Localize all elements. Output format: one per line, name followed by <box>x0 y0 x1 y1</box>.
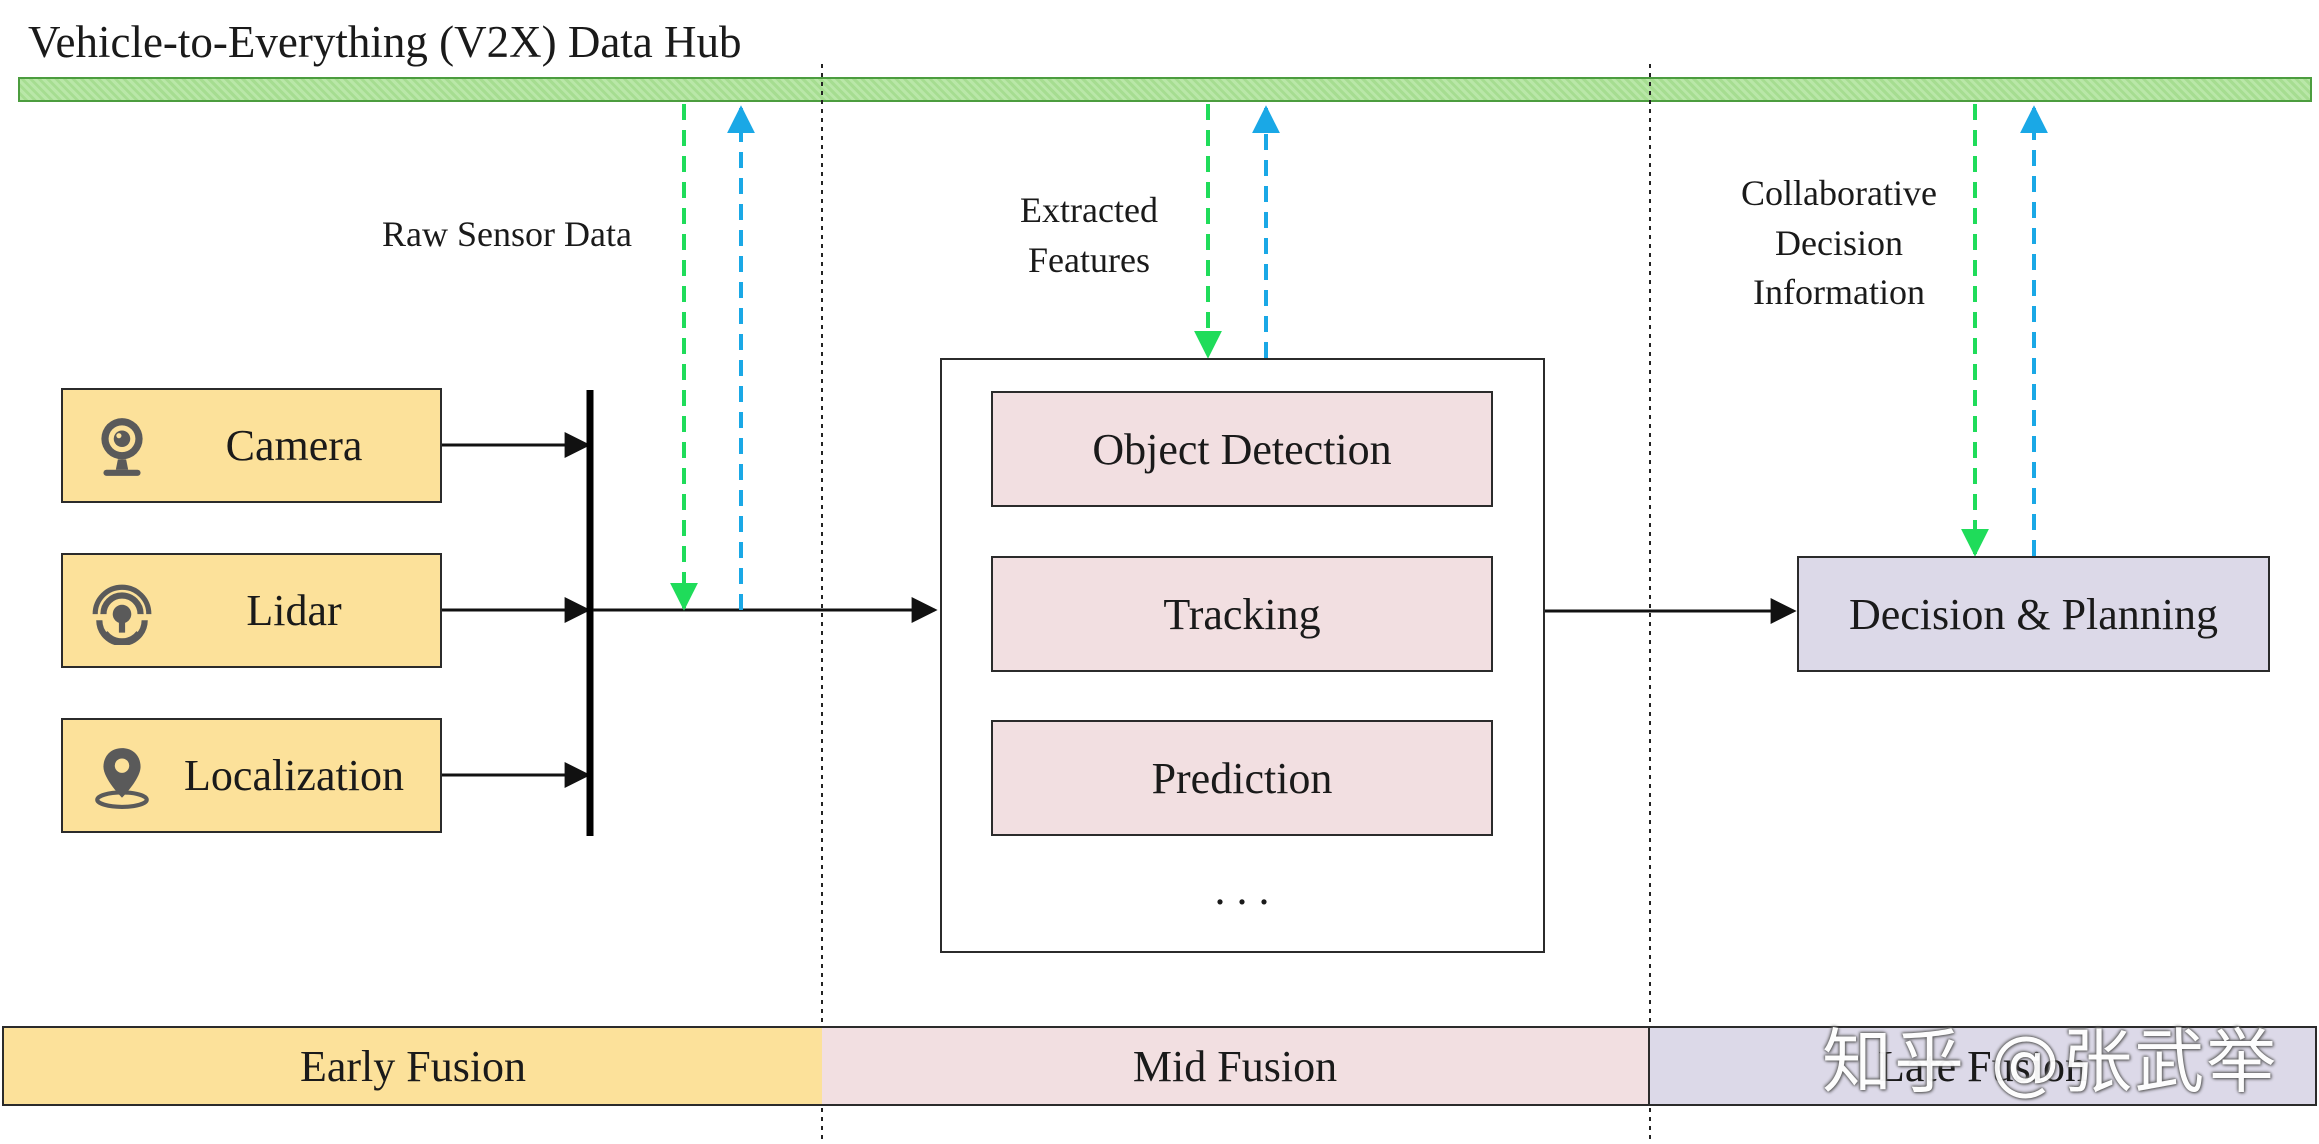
lidar-box: Lidar <box>61 553 442 668</box>
more-tasks-ellipsis: . . . <box>1214 865 1270 914</box>
camera-box: Camera <box>61 388 442 503</box>
stage-late-fusion: Late Fusion <box>1650 1026 2317 1106</box>
camera-label: Camera <box>225 421 363 470</box>
stage-mid-fusion: Mid Fusion <box>822 1026 1650 1106</box>
raw-sensor-data-label: Raw Sensor Data <box>382 214 632 254</box>
prediction-box: Prediction <box>991 720 1493 836</box>
lidar-icon <box>92 584 152 645</box>
stage-early-fusion: Early Fusion <box>2 1026 824 1106</box>
localization-box: Localization <box>61 718 442 833</box>
decision-planning-box: Decision & Planning <box>1797 556 2270 672</box>
v2x-data-hub-bar <box>18 77 2312 102</box>
collaborative-decision-label: Collaborative Decision Information <box>1741 173 1937 313</box>
extracted-features-label: Extracted Features <box>1020 190 1158 280</box>
object-detection-box: Object Detection <box>991 391 1493 507</box>
lidar-label: Lidar <box>246 586 342 635</box>
tracking-box: Tracking <box>991 556 1493 672</box>
localization-label: Localization <box>184 751 404 800</box>
watermark: 知乎 @张武举 <box>1822 1021 2279 1103</box>
diagram-title: Vehicle-to-Everything (V2X) Data Hub <box>28 17 742 67</box>
camera-icon <box>101 418 143 476</box>
location-pin-icon <box>95 748 149 809</box>
